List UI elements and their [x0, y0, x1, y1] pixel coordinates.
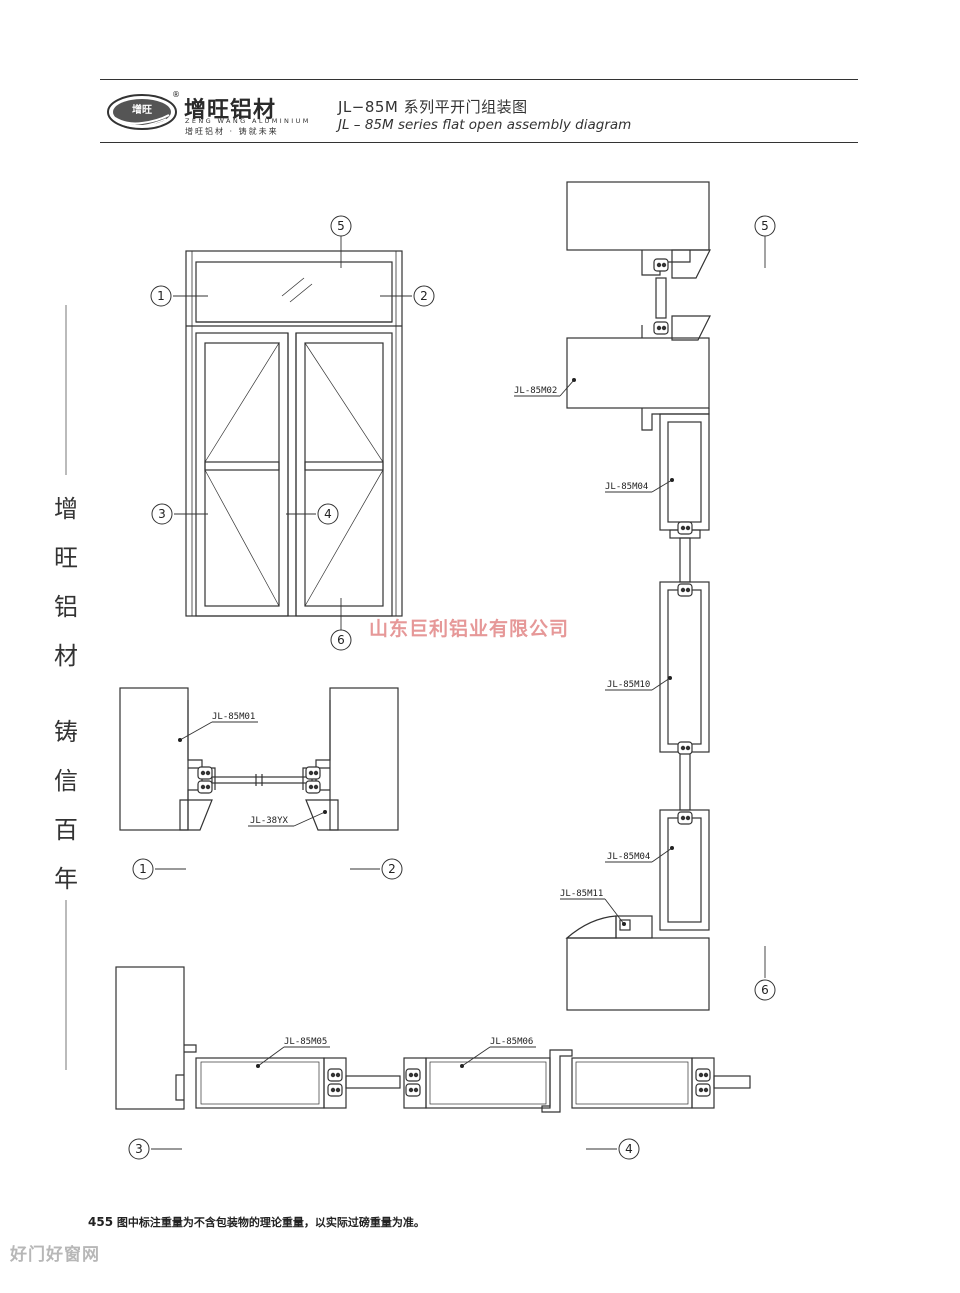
- profile-label-m10: JL-85M10: [607, 680, 650, 690]
- callout-circle: [150, 285, 172, 307]
- footer-note: 455 图中标注重量为不含包装物的理论重量，以实际过磅重量为准。: [88, 1214, 425, 1230]
- callout-circle: [618, 1138, 640, 1160]
- door-elevation: [185, 250, 403, 617]
- profile-label-m05: JL-85M05: [284, 1037, 327, 1047]
- callout-circle: [132, 858, 154, 880]
- profile-label-m04-top: JL-85M04: [605, 482, 648, 492]
- callout-circle: [381, 858, 403, 880]
- callout-circle: [330, 629, 352, 651]
- profile-label-m04-bottom: JL-85M04: [607, 852, 650, 862]
- page-number: 455: [88, 1215, 114, 1229]
- callout-circle: [317, 503, 339, 525]
- callout-4: 4: [625, 1142, 633, 1156]
- profile-label-m11: JL-85M11: [560, 889, 603, 899]
- page-title-en: JL – 85M series flat open assembly diagr…: [338, 117, 632, 133]
- callout-5: 5: [337, 219, 345, 233]
- weight-note: 图中标注重量为不含包装物的理论重量，以实际过磅重量为准。: [116, 1216, 425, 1229]
- brand-name-cn: 增旺铝材: [184, 98, 277, 123]
- callout-2: 2: [388, 862, 396, 876]
- brand-slogan: 增旺铝材 · 铸就未来: [185, 127, 279, 136]
- callout-circle: [413, 285, 435, 307]
- section-1-2: [119, 687, 399, 831]
- callout-4: 4: [324, 507, 332, 521]
- brand-logo: 增旺: [106, 93, 178, 131]
- profile-label-m01: JL-85M01: [212, 712, 255, 722]
- callout-circle: [128, 1138, 150, 1160]
- callout-circle: [330, 215, 352, 237]
- side-line-bottom: [65, 900, 67, 1070]
- profile-label-38yx: JL-38YX: [250, 816, 289, 826]
- callout-3: 3: [135, 1142, 143, 1156]
- side-char: 铝: [54, 593, 78, 621]
- side-char: 旺: [54, 544, 78, 572]
- brand-name-en: ZENG WANG ALUMINIUM: [185, 117, 311, 125]
- logo-emblem-icon: 增旺: [107, 94, 177, 130]
- side-line-top: [65, 305, 67, 475]
- callout-2: 2: [420, 289, 428, 303]
- header-rule-top: [100, 79, 858, 80]
- callout-6: 6: [761, 983, 769, 997]
- section-3-4: [115, 966, 751, 1113]
- callout-6: 6: [337, 633, 345, 647]
- side-char: 信: [54, 767, 78, 795]
- registered-mark: ®: [172, 90, 180, 99]
- logo-badge-text: 增旺: [132, 103, 152, 116]
- side-char: 铸: [54, 718, 78, 746]
- callout-1: 1: [157, 289, 165, 303]
- header-rule-bottom: [100, 142, 858, 143]
- profile-label-m06: JL-85M06: [490, 1037, 533, 1047]
- watermark-company: 山东巨利铝业有限公司: [369, 618, 570, 640]
- profile-label-m02: JL-85M02: [514, 386, 557, 396]
- callout-circle: [151, 503, 173, 525]
- callout-1: 1: [139, 862, 147, 876]
- callout-5: 5: [761, 219, 769, 233]
- page-title-cn: JL−85M 系列平开门组装图: [338, 98, 528, 116]
- side-char: 年: [54, 865, 78, 893]
- callout-circle: [754, 979, 776, 1001]
- callout-3: 3: [158, 507, 166, 521]
- side-char: 增: [54, 495, 78, 523]
- callout-circle: [754, 215, 776, 237]
- side-char: 材: [54, 642, 78, 670]
- side-char: 百: [54, 816, 78, 844]
- watermark-site: 好门好窗网: [10, 1245, 100, 1265]
- gasket-seals: [197, 258, 711, 1097]
